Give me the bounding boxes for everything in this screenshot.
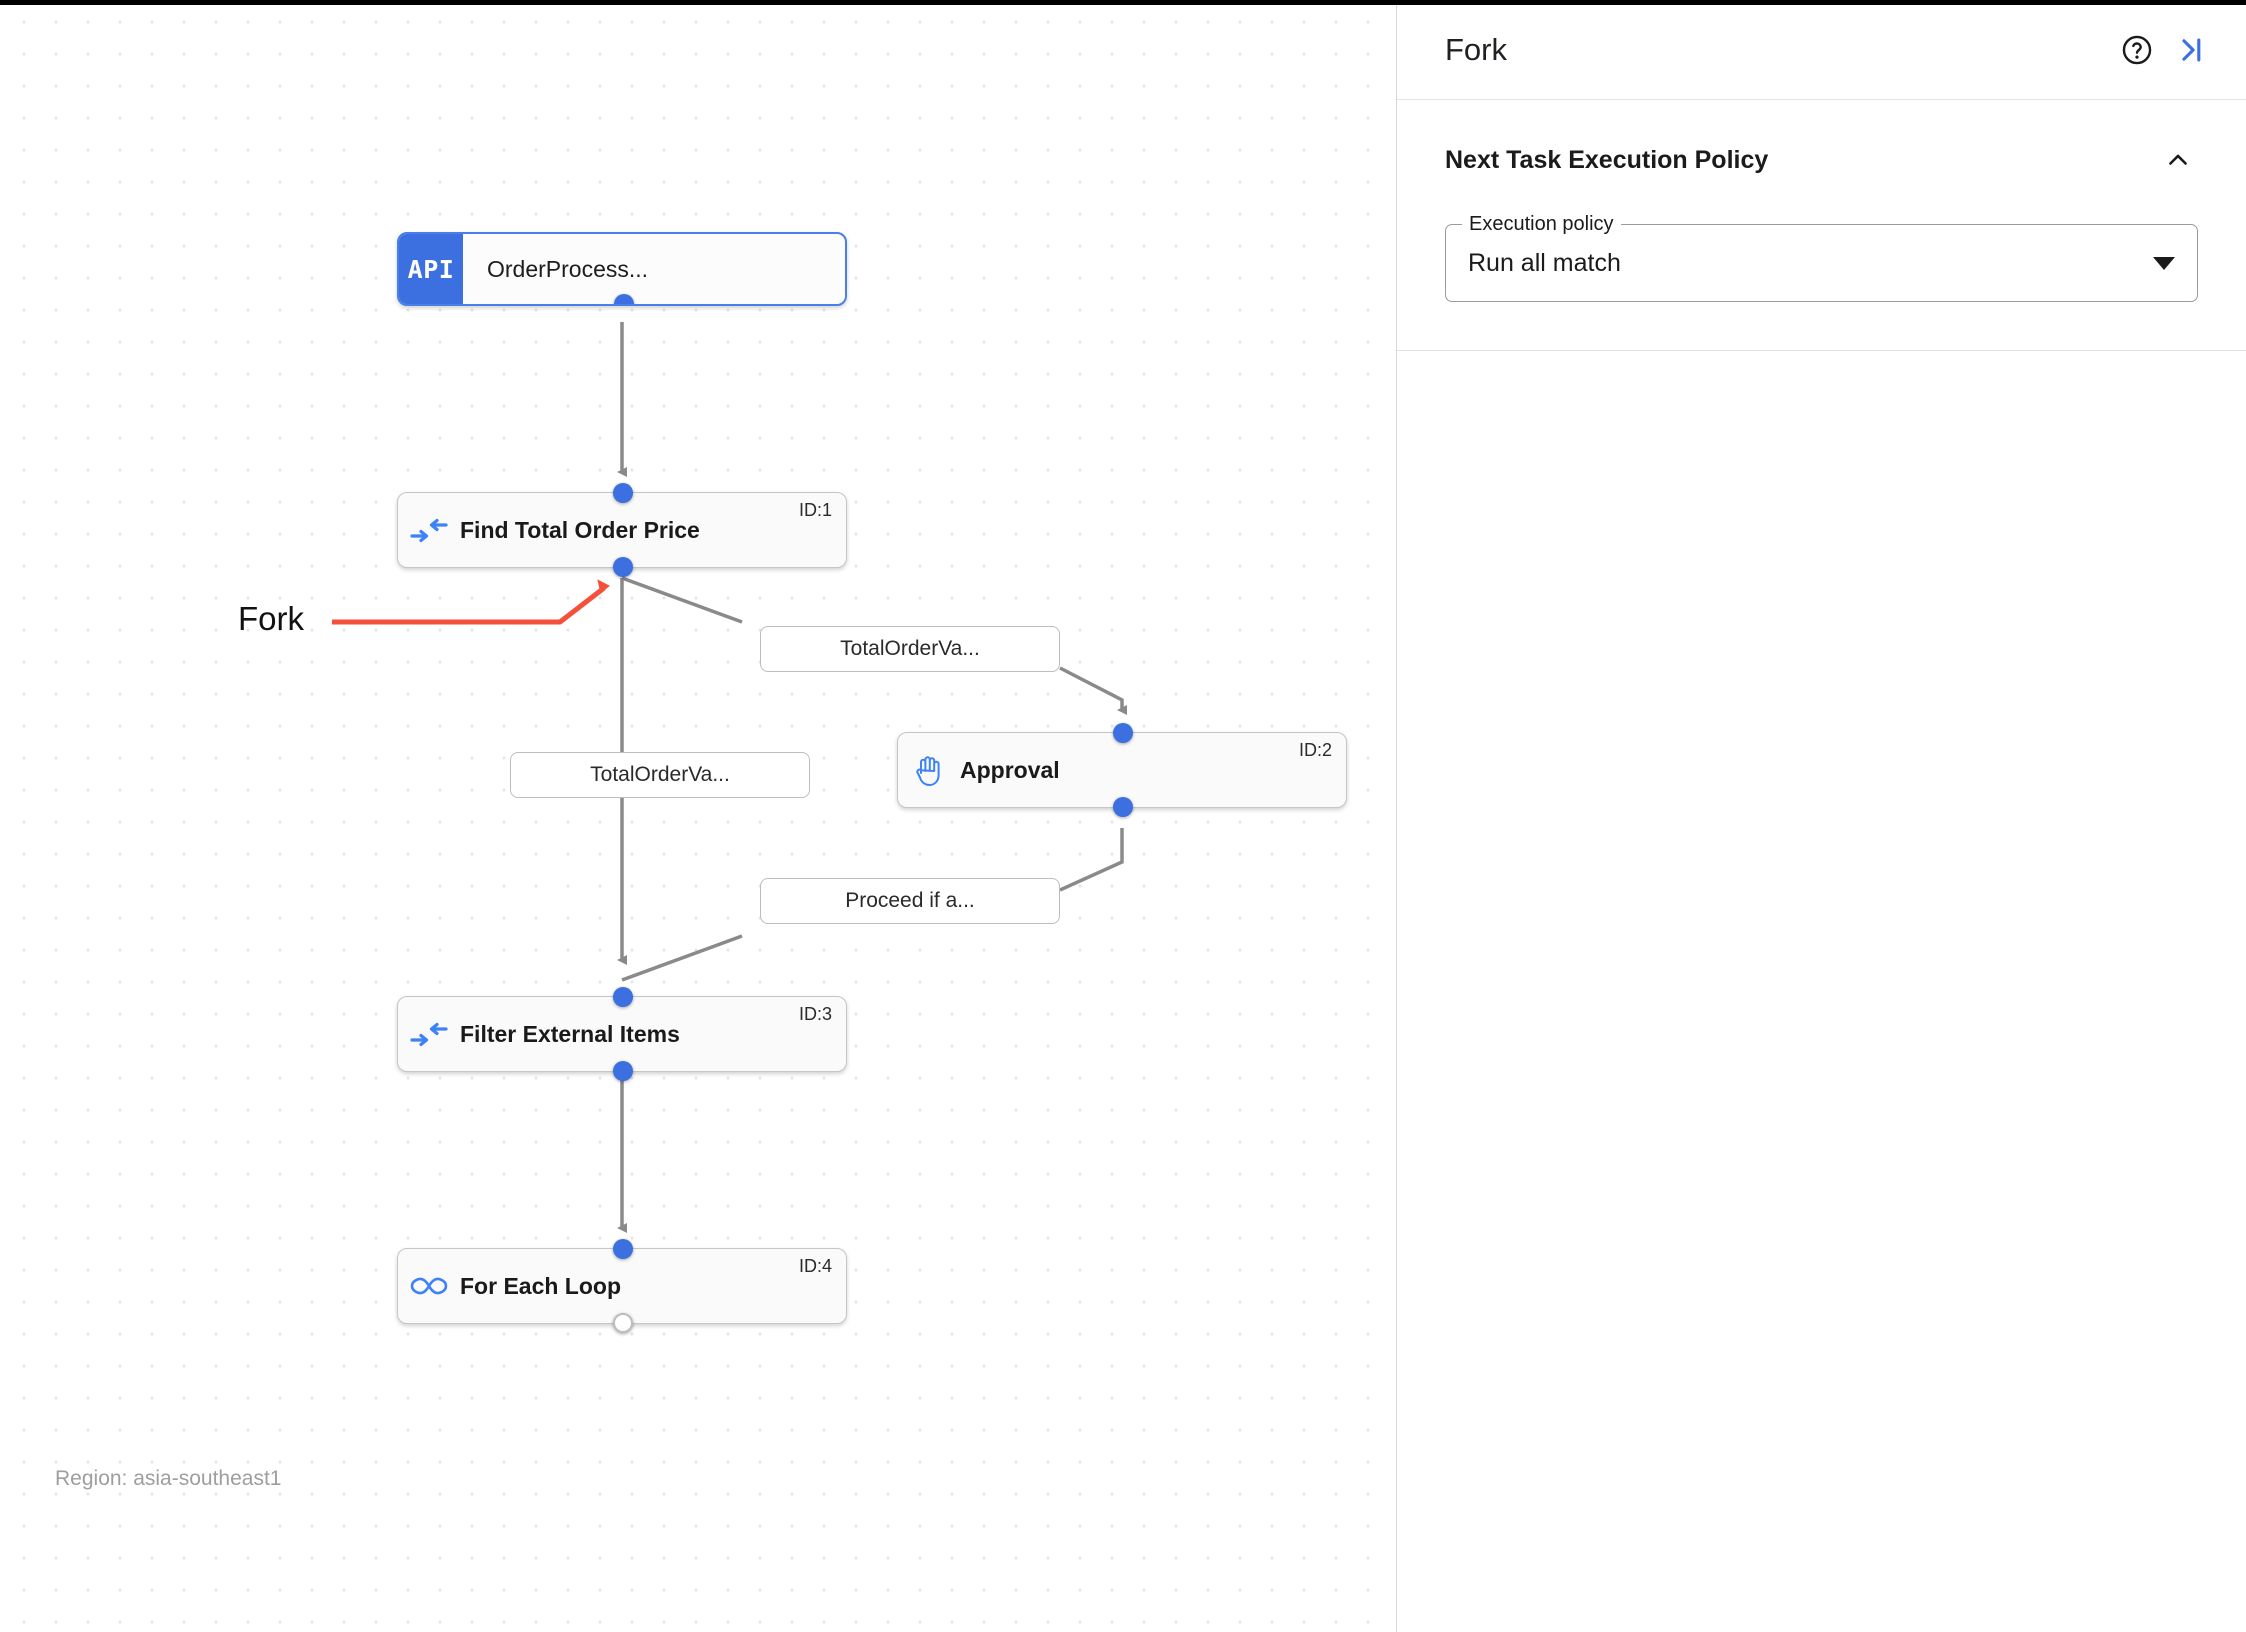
execution-policy-value: Run all match <box>1468 248 1621 277</box>
node-title: OrderProcess... <box>487 255 649 282</box>
collapse-panel-icon[interactable] <box>2164 23 2218 77</box>
node-id-badge: ID:2 <box>1298 740 1332 760</box>
canvas-panel-divider <box>1396 0 1397 1632</box>
node-id-badge: ID:4 <box>798 1256 832 1276</box>
panel-title: Fork <box>1445 31 1507 67</box>
next-task-execution-policy-section: Next Task Execution Policy Execution pol… <box>1397 100 2246 351</box>
node-for-each-loop[interactable]: For Each Loop ID:4 <box>397 1239 847 1333</box>
edge-label-to-approval[interactable]: TotalOrderVa... <box>760 626 1060 672</box>
node-title: For Each Loop <box>460 1272 621 1299</box>
merge-arrows-icon <box>398 517 460 543</box>
region-label: Region: asia-southeast1 <box>55 1467 282 1490</box>
node-title: Find Total Order Price <box>460 516 700 543</box>
workflow-canvas[interactable]: Fork API OrderProcess... Find Total Orde… <box>0 0 1396 1632</box>
node-output-port[interactable] <box>1113 797 1133 817</box>
node-input-port[interactable] <box>1113 723 1133 743</box>
fork-annotation-label: Fork <box>238 600 304 637</box>
node-output-port[interactable] <box>613 1313 633 1333</box>
hand-icon <box>898 753 960 787</box>
node-input-port[interactable] <box>613 987 633 1007</box>
node-output-port[interactable] <box>614 294 634 304</box>
top-strip <box>0 0 2246 5</box>
node-find-total-order-price[interactable]: Find Total Order Price ID:1 <box>397 483 847 577</box>
node-input-port[interactable] <box>613 1239 633 1259</box>
api-icon: API <box>399 234 463 304</box>
infinity-icon <box>398 1274 460 1298</box>
execution-policy-label: Execution policy <box>1462 213 1621 235</box>
node-title: Filter External Items <box>460 1020 680 1047</box>
section-header[interactable]: Next Task Execution Policy <box>1445 140 2198 180</box>
node-output-port[interactable] <box>613 1061 633 1081</box>
section-title: Next Task Execution Policy <box>1445 145 1769 174</box>
node-filter-external-items[interactable]: Filter External Items ID:3 <box>397 987 847 1081</box>
edge-label-to-filter[interactable]: TotalOrderVa... <box>510 752 810 798</box>
help-circle-icon[interactable] <box>2110 23 2164 77</box>
node-id-badge: ID:3 <box>798 1004 832 1024</box>
properties-panel: Fork Next Task Execution Policy <box>1397 0 2246 1632</box>
chevron-up-icon[interactable] <box>2158 140 2198 180</box>
merge-arrows-icon <box>398 1021 460 1047</box>
node-output-port[interactable] <box>613 557 633 577</box>
node-order-process[interactable]: API OrderProcess... <box>397 232 847 306</box>
execution-policy-select[interactable]: Execution policy Run all match <box>1445 213 2198 302</box>
panel-header: Fork <box>1397 0 2246 100</box>
node-title: Approval <box>960 756 1060 783</box>
node-id-badge: ID:1 <box>798 500 832 520</box>
node-approval[interactable]: Approval ID:2 <box>897 723 1347 817</box>
edge-label-proceed[interactable]: Proceed if a... <box>760 878 1060 924</box>
node-input-port[interactable] <box>613 483 633 503</box>
chevron-down-icon[interactable] <box>2153 256 2175 270</box>
